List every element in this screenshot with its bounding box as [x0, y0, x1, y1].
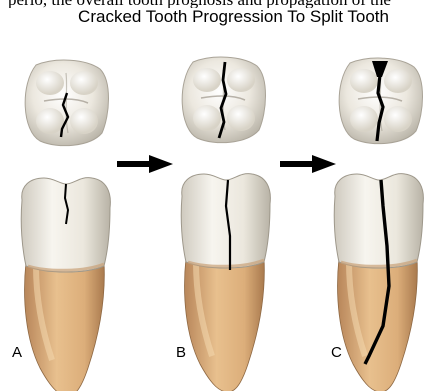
stage-label-a: A [12, 344, 22, 361]
stage-a-occlusal-view [25, 60, 108, 146]
stage-label-c: C [331, 344, 342, 361]
stage-label-b: B [176, 344, 186, 361]
stage-c-occlusal-view [339, 58, 422, 144]
progression-arrow-1 [117, 155, 173, 173]
stage-a-side-view [21, 178, 110, 391]
stage-b-occlusal-view [182, 57, 265, 143]
stage-c-side-view [334, 174, 423, 391]
progression-arrow-2 [280, 155, 336, 173]
stage-b-side-view [181, 174, 270, 391]
